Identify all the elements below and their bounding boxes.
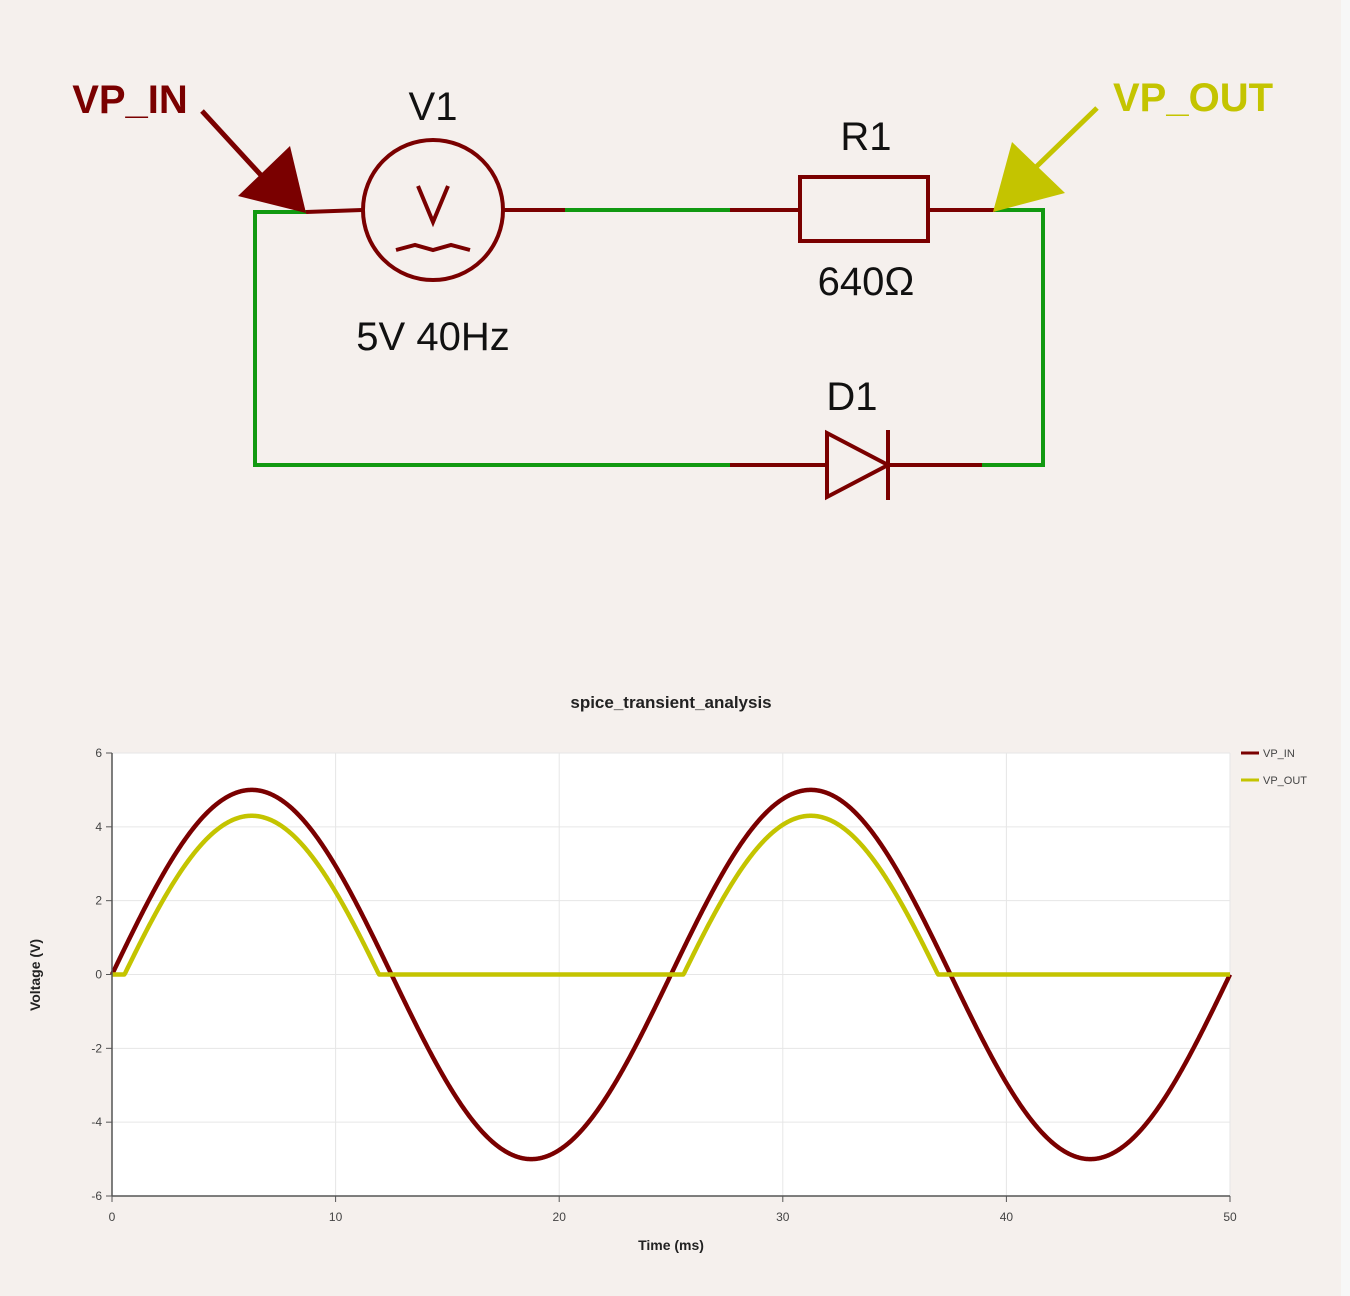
- vp-out-probe-label: VP_OUT: [1113, 76, 1273, 120]
- x-tick-label: 30: [776, 1210, 790, 1224]
- v1-value-label: 5V 40Hz: [356, 315, 509, 359]
- d1-ref-label: D1: [826, 375, 877, 419]
- chart-title: spice_transient_analysis: [570, 693, 771, 712]
- wires: [253, 208, 1045, 467]
- vp-in-probe-label: VP_IN: [72, 78, 188, 122]
- y-tick-label: 4: [95, 820, 102, 834]
- y-tick-label: -4: [91, 1115, 102, 1129]
- r1-resistor-icon[interactable]: [730, 175, 995, 243]
- r1-ref-label: R1: [840, 115, 891, 159]
- y-axis-ticks: 6 4 2 0 -2 -4 -6: [91, 746, 112, 1203]
- x-tick-label: 40: [1000, 1210, 1014, 1224]
- legend-item-vp-in[interactable]: VP_IN: [1241, 748, 1295, 760]
- x-tick-label: 10: [329, 1210, 343, 1224]
- x-tick-label: 50: [1223, 1210, 1237, 1224]
- v1-ac-source-icon[interactable]: [305, 138, 565, 282]
- y-tick-label: 0: [95, 968, 102, 982]
- x-axis-title: Time (ms): [638, 1237, 704, 1253]
- circuit-schematic: V1 5V 40Hz R1 640Ω D1 VP_IN VP_OUT: [72, 76, 1273, 501]
- y-tick-label: -2: [91, 1041, 102, 1055]
- series-line-vp-out[interactable]: [110, 813, 1232, 977]
- legend-label-vp-in: VP_IN: [1263, 748, 1295, 760]
- vp-in-probe-arrow-icon[interactable]: [200, 109, 306, 213]
- y-tick-label: 2: [95, 894, 102, 908]
- wire-left-loop: [253, 210, 730, 467]
- x-tick-label: 0: [109, 1210, 116, 1224]
- v1-ref-label: V1: [409, 85, 458, 129]
- y-tick-label: -6: [91, 1189, 102, 1203]
- x-tick-label: 20: [553, 1210, 567, 1224]
- vp-out-probe-arrow-icon[interactable]: [993, 106, 1099, 212]
- legend-label-vp-out: VP_OUT: [1263, 775, 1307, 787]
- x-axis-ticks: 0 10 20 30 40 50: [109, 1196, 1237, 1224]
- scrollbar-gutter[interactable]: [1341, 0, 1350, 1296]
- d1-diode-icon[interactable]: [730, 429, 982, 501]
- y-axis-title: Voltage (V): [27, 939, 43, 1011]
- legend: VP_IN VP_OUT: [1241, 748, 1307, 787]
- legend-item-vp-out[interactable]: VP_OUT: [1241, 775, 1307, 787]
- data-series: [109, 787, 1233, 1162]
- wire-right-loop: [982, 208, 1045, 467]
- r1-value-label: 640Ω: [818, 260, 915, 304]
- y-tick-label: 6: [95, 746, 102, 760]
